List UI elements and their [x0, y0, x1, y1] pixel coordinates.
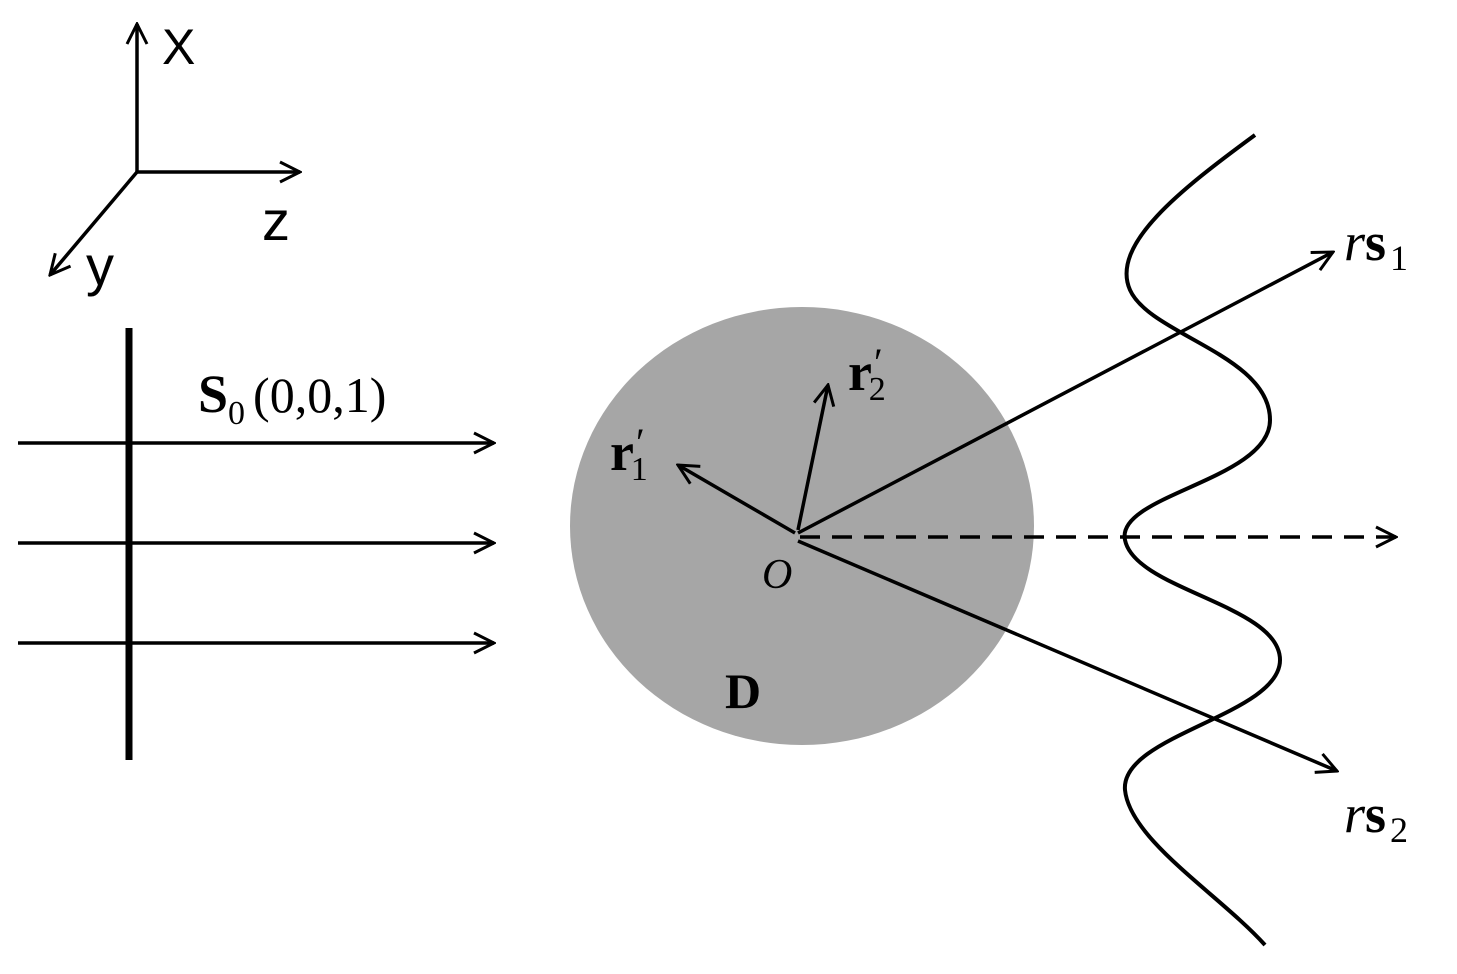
y-axis-line [50, 170, 139, 275]
incident-wave: S0(0,0,1) [18, 328, 494, 760]
rs2-subscript: 2 [1390, 810, 1408, 850]
r1-prime-vector [678, 465, 796, 535]
y-axis-label: y [86, 234, 114, 297]
region-d-disk [570, 307, 1034, 745]
r1-symbol: r [610, 422, 634, 482]
r1-subscript: 1 [631, 451, 648, 488]
r2-prime-label: r′2 [848, 340, 886, 408]
scattered-wave-curve [1122, 133, 1283, 947]
rs1-subscript: 1 [1390, 238, 1408, 278]
rs2-r: r [1344, 784, 1366, 844]
rs1-r: r [1344, 212, 1366, 272]
s0-subscript: 0 [228, 395, 245, 432]
r2-symbol: r [848, 342, 872, 402]
z-axis-label: z [262, 189, 290, 252]
region-d-label: D [725, 663, 761, 719]
coordinate-axes: X z y [50, 19, 300, 297]
rs2-vector [797, 539, 1337, 771]
r2-subscript: 2 [869, 371, 886, 408]
r2-prime-vector [796, 385, 828, 531]
s0-direction: (0,0,1) [253, 367, 386, 423]
origin-label: O [762, 552, 792, 598]
r1-prime-label: r′1 [610, 420, 648, 488]
rs2-s: s [1365, 784, 1386, 844]
r2-prime: ′ [874, 340, 883, 385]
scatterer-region: D O r′1 r′2 [570, 307, 1034, 745]
incident-direction-label: S0(0,0,1) [198, 364, 386, 432]
rs1-s: s [1365, 212, 1386, 272]
s0-symbol: S [198, 364, 228, 424]
rs1-vector [797, 252, 1333, 535]
x-axis-label: X [162, 19, 195, 75]
r1-prime: ′ [636, 420, 645, 465]
